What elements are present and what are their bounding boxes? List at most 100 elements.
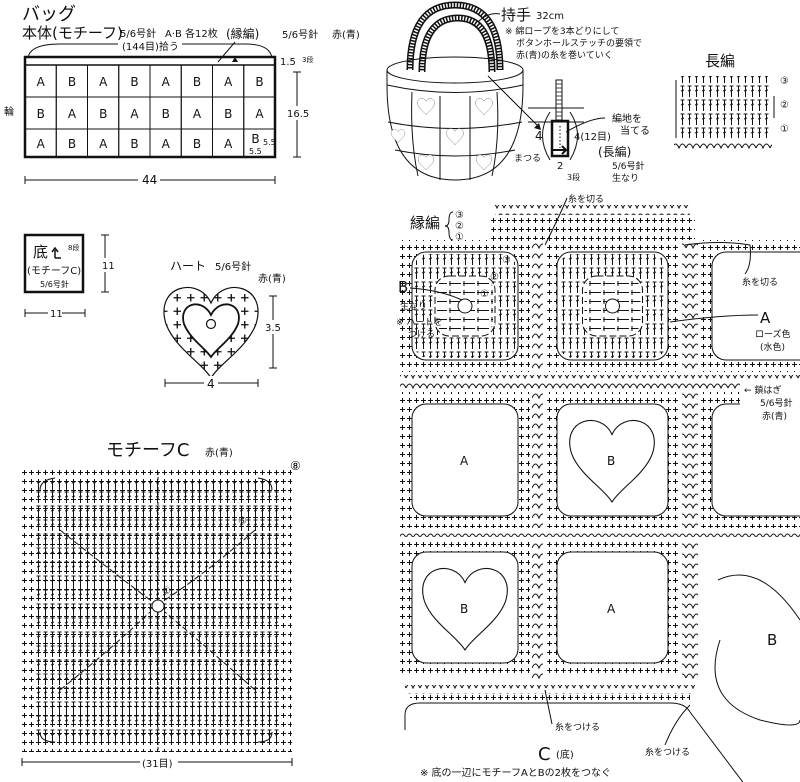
round-5-label: ⑤ (238, 516, 247, 527)
cut-yarn-1: 糸を切る (568, 193, 604, 205)
height-dim: 16.5 (287, 109, 309, 120)
attach-yarn-2: 糸をつける (645, 746, 690, 758)
motif-a-color: ローズ色 (755, 328, 791, 340)
bag-grid-cell-label: A (68, 107, 77, 121)
bag-grid-cell-label: B (224, 107, 232, 121)
handle-note-3: 赤(青)の糸を巻いていく (516, 49, 613, 61)
corner-dim: 5.5 (249, 147, 262, 156)
motif-cell-label: B (607, 454, 615, 468)
bag-grid-cell (243, 128, 276, 158)
bag-grid-cell-label: B (99, 107, 107, 121)
motif-square (400, 392, 530, 528)
edging-needle: 5/6号針 (282, 28, 318, 41)
handle-length: 32cm (536, 11, 564, 22)
bag-grid-cell-label: A (224, 137, 233, 151)
bag-body-section: バッグ 本体(モチーフ) 5/6号針 A·B 各12枚 (縁編) 5/6号針 赤… (4, 4, 360, 187)
heart-note-2: つける (408, 329, 435, 340)
base-motif: (モチーフC) (27, 265, 81, 277)
edging-row-2: ② (455, 221, 464, 232)
motif-c-count: (31目) (142, 759, 173, 770)
dc-chart-title: 長編 (705, 52, 735, 70)
motif-square (400, 240, 530, 372)
edge-dim: 1.5 (280, 57, 296, 68)
base-rows: 8段 (68, 243, 79, 252)
edging-row-1: ① (455, 232, 464, 243)
motif-cell-label: A (607, 602, 616, 616)
handle-note-2: ボタンホールステッチの要領で (516, 37, 642, 49)
bag-grid-cell-label: A (162, 137, 171, 151)
heart-section: ハート 5/6号針 赤(青) 3.5 4 (163, 259, 286, 391)
ring-label: 輪 (4, 105, 14, 118)
heart-needle: 5/6号針 (215, 260, 251, 273)
edging-color: 赤(青) (332, 28, 360, 41)
direction-arrow-icon (51, 246, 61, 259)
round-2-label: ② (490, 272, 499, 283)
heart-color: 赤(青) (258, 272, 286, 285)
motif-grid: A B B A (400, 240, 800, 680)
join-label: ← 鎖はぎ (744, 384, 781, 396)
round-3-label: ③ (502, 255, 511, 266)
bag-grid-cell-label: A (162, 75, 171, 89)
handle-dim-right: 4(12目) (574, 132, 611, 143)
motif-a-label: A (760, 309, 771, 327)
attach-label-2: 当てる (620, 124, 650, 137)
bag-grid-cell-label: B (68, 137, 76, 151)
cut-yarn-2: 糸を切る (742, 276, 778, 288)
bag-title: バッグ (22, 4, 76, 25)
dc-row-3: ③ (780, 76, 789, 87)
edge-rows: 3段 (302, 55, 313, 64)
edging-row-3: ③ (455, 210, 464, 221)
dc-row-2: ② (780, 100, 789, 111)
pickup-bracket (27, 43, 273, 59)
base-title: 底 (33, 243, 48, 261)
bag-grid-cell-label: B (193, 75, 201, 89)
body-needle: 5/6号針 (120, 27, 156, 40)
round-1-label-b: ① (480, 289, 489, 300)
round-1-label: ① (162, 586, 171, 597)
handle-note-1: ※ 綿ロープを3本どりにして (505, 25, 619, 37)
motif-cell-label: A (460, 454, 469, 468)
base-outline (23, 233, 85, 294)
attach-label-1: 編地を (612, 112, 642, 125)
dc-row-1: ① (780, 124, 789, 135)
base-needle: 5/6号針 (40, 279, 69, 289)
round-8-label: ⑧ (290, 459, 301, 473)
assembly-edging-label: 縁編 (410, 214, 440, 232)
heart-height-dim: 3.5 (265, 323, 281, 334)
sew-label: まつる (514, 153, 541, 164)
heart-title: ハート (170, 259, 206, 273)
dc-chart-section: 長編 ③ ② ① (674, 52, 789, 149)
bag-grid-cell-label: A (37, 137, 46, 151)
heart-chart (163, 286, 259, 379)
bag-grid-cell-label: B (68, 75, 76, 89)
motif-square (545, 240, 680, 372)
assembly-footnote: ※ 底の一辺にモチーフAとBの2枚をつなぐ (420, 766, 611, 779)
bag-grid-cell-label: A (193, 107, 202, 121)
heart-note-1: ※ ハートを (396, 317, 442, 328)
handle-rows: 3段 (567, 172, 580, 182)
bag-grid-cell-label: A (130, 107, 139, 121)
chain-join (532, 240, 543, 680)
edging-leader (217, 41, 236, 63)
side-b-label: B (767, 631, 777, 649)
base-width-dim: 11 (50, 309, 63, 320)
base-height-dim: 11 (102, 261, 115, 272)
motif-square (545, 540, 680, 675)
up-arrow-icon (232, 57, 238, 62)
motif-c-color: 赤(青) (205, 446, 233, 459)
edging-label: (縁編) (226, 26, 259, 41)
bag-grid-cell-label: A (99, 75, 108, 89)
bag-grid-cell-label: A (255, 107, 264, 121)
motif-c-section: モチーフC 赤(青) ⑧ ① ⑤ (31目) (21, 440, 301, 771)
bag-grid-cell-label: B (255, 75, 263, 89)
base-c-sub: (底) (556, 748, 574, 761)
attach-yarn-1: 糸をつける (555, 721, 600, 733)
motif-b-color: 生なり (400, 300, 427, 312)
base-c-label: C (538, 744, 551, 765)
join-color: 赤(青) (762, 410, 787, 422)
bag-illustration (386, 1, 524, 181)
bag-grid-cell-label: B (37, 107, 45, 121)
bag-grid-cell-label: B (162, 107, 170, 121)
handle-title: 持手 (501, 6, 531, 24)
